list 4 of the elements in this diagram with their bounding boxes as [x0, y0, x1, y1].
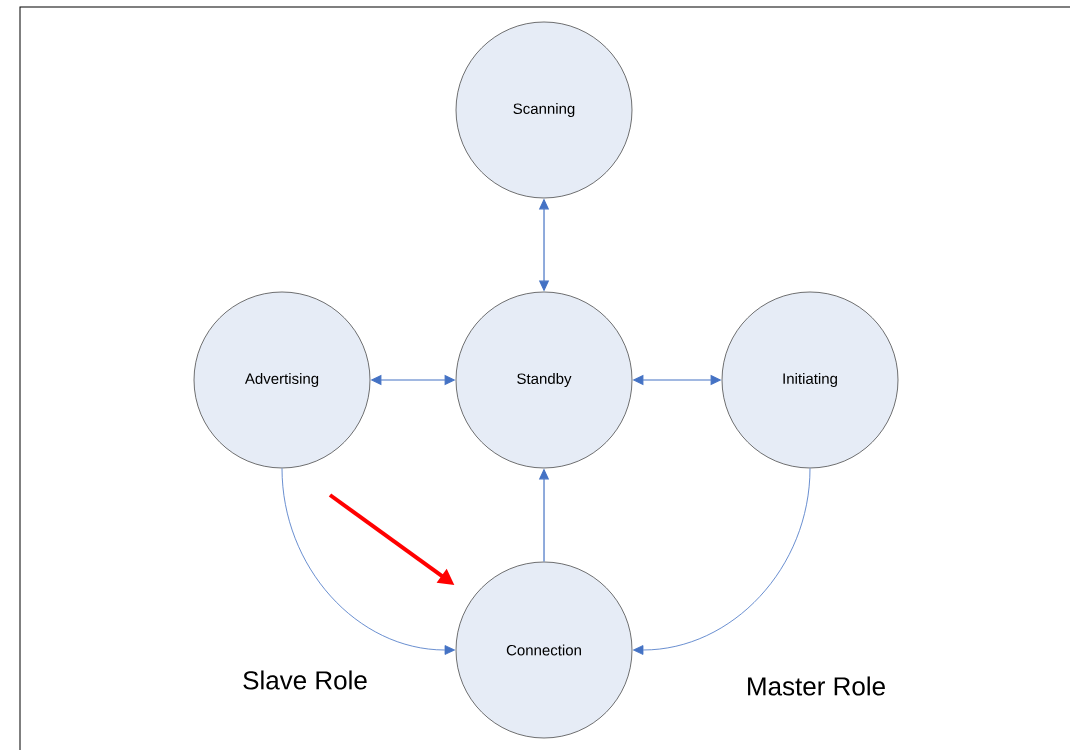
arrow [633, 468, 811, 655]
arrow [281, 468, 456, 655]
role-label: Slave Role [243, 670, 367, 690]
role-label: Master Role [748, 676, 885, 696]
